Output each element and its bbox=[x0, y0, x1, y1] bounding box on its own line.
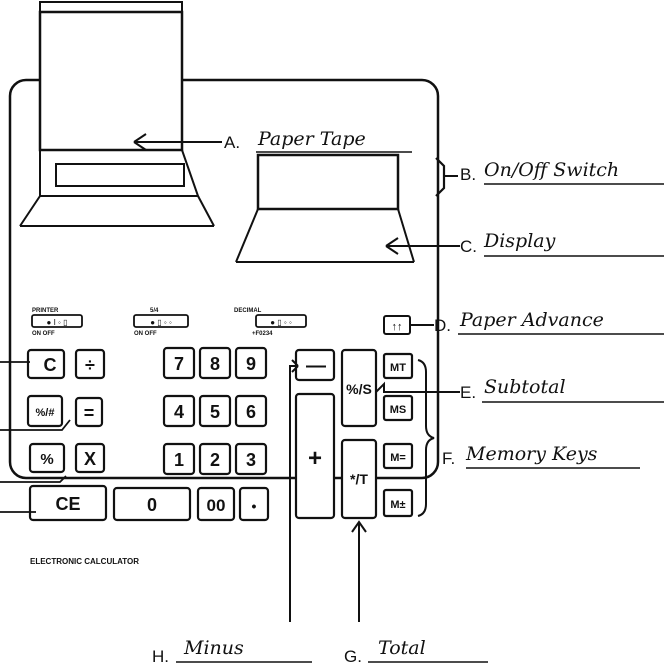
label-h-letter: H. bbox=[152, 647, 169, 666]
equals-key-label: = bbox=[84, 403, 95, 423]
paper-tape bbox=[20, 2, 214, 226]
minus-key[interactable]: — bbox=[296, 350, 334, 380]
label-e-letter: E. bbox=[460, 383, 476, 402]
plus-key-label: + bbox=[308, 445, 322, 472]
plus-key[interactable]: + bbox=[296, 394, 334, 518]
key-6-label: 6 bbox=[246, 402, 256, 422]
key-1-label: 1 bbox=[174, 450, 184, 470]
memory-plus-key-label: M± bbox=[390, 499, 405, 511]
total-key[interactable]: */T bbox=[342, 440, 376, 518]
printer-switch-face: ● I ◦ ▯ bbox=[47, 318, 68, 327]
key-7-label: 7 bbox=[174, 354, 184, 374]
key-6[interactable]: 6 bbox=[236, 396, 266, 426]
label-b-text: On/Off Switch bbox=[484, 159, 619, 181]
percent-hash-key[interactable]: %/# bbox=[28, 396, 62, 426]
key-8[interactable]: 8 bbox=[200, 348, 230, 378]
label-c-letter: C. bbox=[460, 237, 477, 256]
fraction-switch-sub: ON OFF bbox=[134, 331, 157, 337]
label-f-text: Memory Keys bbox=[465, 443, 598, 465]
label-c-callout: C. Display bbox=[386, 230, 664, 256]
total-key-label: */T bbox=[350, 471, 368, 487]
label-g-text: Total bbox=[378, 637, 426, 659]
label-d-callout: D. Paper Advance bbox=[410, 309, 664, 335]
key-00[interactable]: 00 bbox=[198, 488, 234, 520]
key-3[interactable]: 3 bbox=[236, 444, 266, 474]
key-0[interactable]: 0 bbox=[114, 488, 190, 520]
divide-key-label: ÷ bbox=[85, 355, 95, 375]
clear-entry-key[interactable]: CE bbox=[30, 486, 106, 520]
clear-entry-key-label: CE bbox=[55, 494, 80, 514]
subtotal-key[interactable]: %/S bbox=[342, 350, 376, 426]
decimal-point-key[interactable]: • bbox=[240, 488, 268, 520]
printer-switch[interactable]: PRINTER ● I ◦ ▯ ON OFF bbox=[32, 308, 82, 337]
clear-key[interactable]: C bbox=[28, 350, 64, 378]
decimal-switch-face: ● ▯ ◦ ◦ bbox=[270, 318, 292, 327]
printer-switch-title: PRINTER bbox=[32, 308, 59, 314]
fraction-switch-title: 5/4 bbox=[150, 308, 159, 314]
label-e-text: Subtotal bbox=[484, 376, 566, 398]
label-h-text: Minus bbox=[183, 637, 244, 659]
paper-advance-key[interactable]: ↑↑ bbox=[384, 316, 410, 334]
printer-switch-sub: ON OFF bbox=[32, 331, 55, 337]
memory-minus-key-label: M= bbox=[390, 452, 406, 464]
label-c-text: Display bbox=[483, 230, 556, 252]
key-0-label: 0 bbox=[147, 495, 157, 515]
equals-key[interactable]: = bbox=[76, 398, 102, 426]
minus-key-label: — bbox=[306, 355, 326, 377]
label-b-letter: B. bbox=[460, 165, 476, 184]
key-4[interactable]: 4 bbox=[164, 396, 194, 426]
subtotal-key-label: %/S bbox=[346, 381, 372, 397]
key-9-label: 9 bbox=[246, 354, 256, 374]
label-g-callout: G. Total bbox=[344, 522, 488, 666]
key-2[interactable]: 2 bbox=[200, 444, 230, 474]
key-5-label: 5 bbox=[210, 402, 220, 422]
key-5[interactable]: 5 bbox=[200, 396, 230, 426]
key-9[interactable]: 9 bbox=[236, 348, 266, 378]
label-f-letter: F. bbox=[442, 449, 455, 468]
key-8-label: 8 bbox=[210, 354, 220, 374]
divide-key[interactable]: ÷ bbox=[76, 350, 104, 378]
decimal-switch-sub: +F0234 bbox=[252, 331, 273, 337]
percent-key[interactable]: % bbox=[30, 444, 64, 472]
key-7[interactable]: 7 bbox=[164, 348, 194, 378]
label-d-letter: D. bbox=[434, 316, 451, 335]
key-1[interactable]: 1 bbox=[164, 444, 194, 474]
memory-total-key[interactable]: MT bbox=[384, 354, 412, 378]
calculator-brand-text: ELECTRONIC CALCULATOR bbox=[30, 557, 139, 566]
label-d-text: Paper Advance bbox=[459, 309, 604, 331]
decimal-point-key-label: • bbox=[252, 498, 257, 514]
label-a-text: Paper Tape bbox=[257, 128, 366, 150]
label-e-callout: E. Subtotal bbox=[376, 376, 664, 402]
key-2-label: 2 bbox=[210, 450, 220, 470]
memory-minus-key[interactable]: M= bbox=[384, 444, 412, 468]
memory-plus-key[interactable]: M± bbox=[384, 490, 412, 516]
key-3-label: 3 bbox=[246, 450, 256, 470]
paper-advance-key-label: ↑↑ bbox=[392, 321, 403, 333]
memory-subtotal-key[interactable]: MS bbox=[384, 396, 412, 420]
label-g-letter: G. bbox=[344, 647, 362, 666]
decimal-switch[interactable]: DECIMAL ● ▯ ◦ ◦ +F0234 bbox=[234, 308, 306, 337]
fraction-switch[interactable]: 5/4 ● ▯ ◦ ◦ ON OFF bbox=[134, 308, 188, 337]
key-00-label: 00 bbox=[207, 496, 226, 515]
memory-total-key-label: MT bbox=[390, 362, 406, 374]
multiply-key[interactable]: X bbox=[76, 444, 104, 472]
memory-subtotal-key-label: MS bbox=[390, 404, 407, 416]
clear-key-label: C bbox=[44, 355, 57, 375]
multiply-key-label: X bbox=[84, 449, 96, 469]
percent-key-label: % bbox=[40, 451, 53, 468]
fraction-switch-face: ● ▯ ◦ ◦ bbox=[150, 318, 172, 327]
label-a-letter: A. bbox=[224, 133, 240, 152]
key-4-label: 4 bbox=[174, 402, 184, 422]
label-b-callout: B. On/Off Switch bbox=[444, 159, 664, 184]
decimal-switch-title: DECIMAL bbox=[234, 308, 262, 314]
percent-hash-key-label: %/# bbox=[36, 407, 55, 419]
